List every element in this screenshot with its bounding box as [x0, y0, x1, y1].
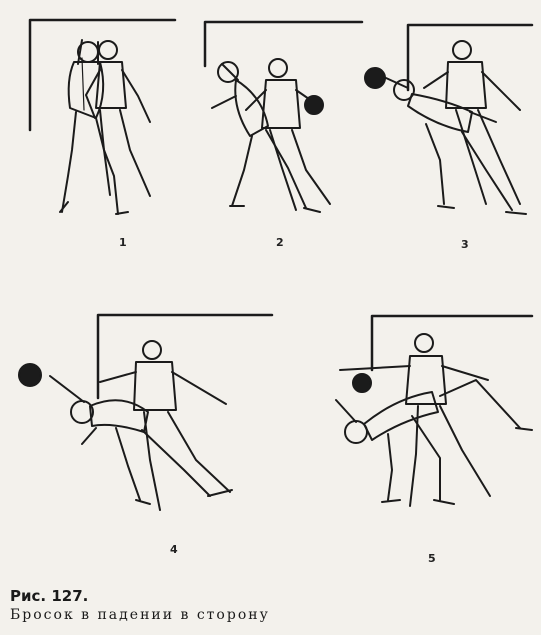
- goal-frame-3: [408, 25, 532, 90]
- ball-frame-2: [305, 96, 323, 114]
- frame-label-5: 5: [428, 552, 436, 565]
- figure-caption-text: Бросок в падении в сторону: [10, 607, 270, 623]
- ball-frame-4: [19, 364, 41, 386]
- frame-5-sketch: [336, 316, 532, 506]
- frame-label-4: 4: [170, 543, 178, 556]
- ball-frame-3: [365, 68, 385, 88]
- goal-frame-4: [98, 315, 272, 398]
- frame-2-sketch: [205, 22, 362, 212]
- frame-3-sketch: [365, 25, 532, 214]
- figure-caption-title: Рис. 127.: [10, 587, 88, 605]
- frame-1-sketch: [30, 20, 175, 214]
- frame-label-1: 1: [119, 236, 127, 249]
- ball-frame-5: [353, 374, 371, 392]
- goal-frame-5: [372, 316, 532, 370]
- goal-frame-2: [205, 22, 362, 66]
- frame-4-sketch: [19, 315, 272, 510]
- frame-label-2: 2: [276, 236, 284, 249]
- frame-label-3: 3: [461, 238, 469, 251]
